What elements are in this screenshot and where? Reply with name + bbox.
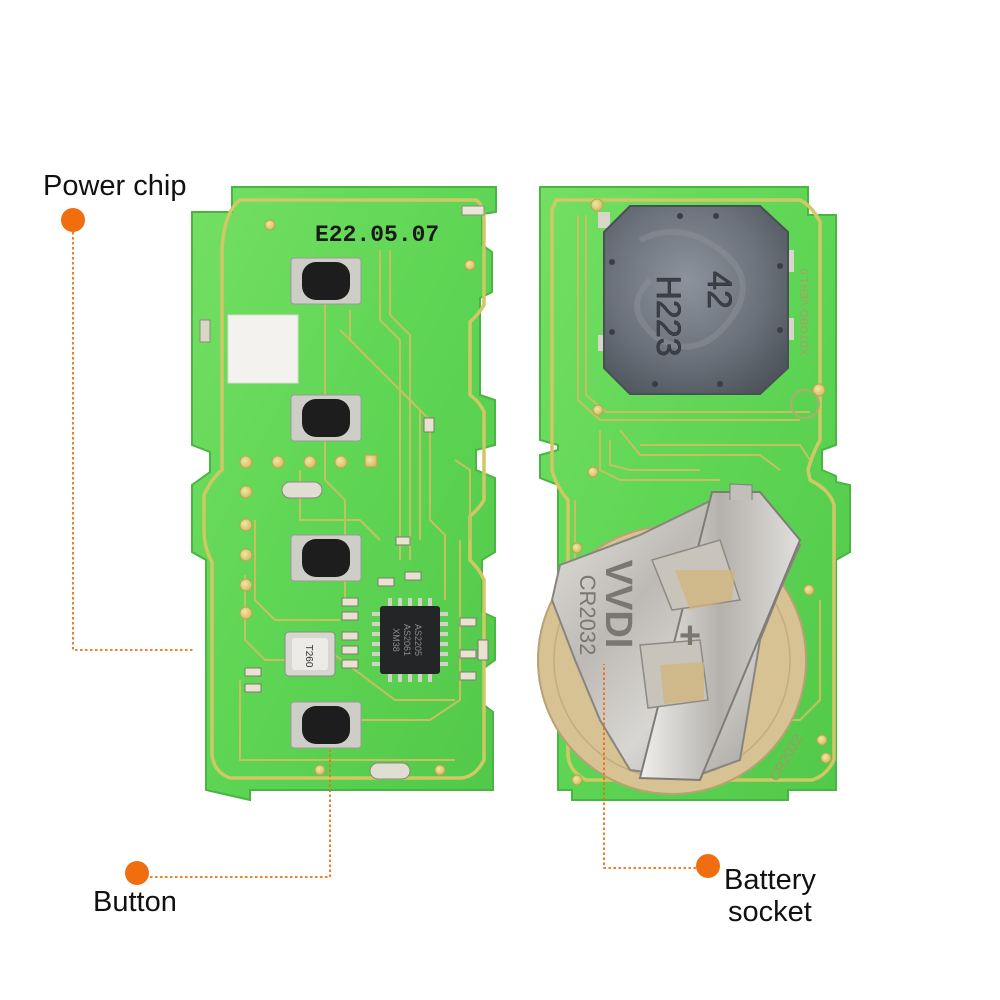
svg-text:AS2061: AS2061 — [402, 624, 412, 656]
right-pcb: 42 H223 XDTOBO VER1.0 VVDI CR2032 + — [537, 186, 851, 801]
svg-text:H223: H223 — [649, 275, 687, 356]
left-board-traces — [239, 250, 471, 761]
callout-button — [125, 750, 331, 885]
power-chip: AS2205 AS2061 XM38 — [372, 598, 448, 682]
callout-dot — [696, 854, 720, 878]
left-pcb: E22.05.07 — [191, 186, 497, 802]
button-label: Button — [93, 886, 177, 918]
right-board-edge-trace — [550, 198, 836, 782]
left-smd-component — [199, 319, 211, 343]
battery-socket-label-line2: socket — [728, 896, 812, 929]
svg-text:42: 42 — [700, 271, 738, 309]
battery-socket: VVDI CR2032 + — [537, 483, 807, 795]
tactile-button — [290, 701, 362, 749]
callout-dot — [61, 208, 85, 232]
tactile-button — [290, 534, 362, 582]
white-label-sticker — [227, 314, 299, 384]
svg-text:AS2205: AS2205 — [413, 624, 423, 656]
tactile-button — [290, 257, 362, 305]
power-chip-label: Power chip — [43, 170, 187, 202]
date-code-text: E22.05.07 — [315, 222, 439, 248]
bottom-capsule-component — [369, 762, 411, 780]
left-smd-component — [461, 205, 485, 216]
right-contact-pads — [571, 198, 832, 786]
left-capsule-component — [281, 481, 323, 499]
battery-socket-label-line1: Battery — [724, 864, 816, 896]
callout-leader-line — [72, 232, 195, 651]
svg-text:XM38: XM38 — [391, 628, 401, 652]
left-contact-pads — [239, 219, 476, 776]
board-version-text: XDTOBO VER1.0 — [799, 268, 811, 355]
callout-dot — [125, 861, 149, 885]
tactile-button — [290, 394, 362, 442]
left-passive-components — [244, 417, 489, 693]
encapsulated-module: 42 H223 — [598, 205, 794, 395]
callout-leader-line — [150, 750, 331, 878]
board-logo-mark — [790, 389, 820, 419]
battery-socket-label: Battery socket — [724, 864, 816, 929]
callout-leader-line — [603, 664, 696, 869]
left-board-edge-trace — [202, 198, 486, 780]
socket-type-text: CR2032 — [575, 575, 600, 656]
socket-plus-text: + — [679, 615, 701, 657]
callout-power-chip — [61, 208, 195, 651]
socket-brand-text: VVDI — [597, 560, 639, 649]
crystal-oscillator: T260 — [284, 631, 336, 677]
svg-text:T260: T260 — [303, 645, 314, 668]
callout-battery-socket — [603, 664, 720, 878]
